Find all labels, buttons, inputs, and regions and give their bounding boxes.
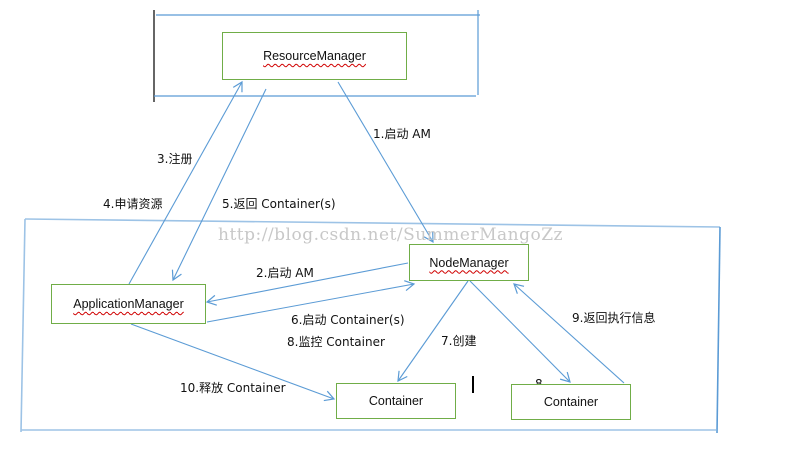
label-5-return-containers: 5.返回 Container(s) bbox=[222, 197, 336, 211]
arrow-7-create bbox=[397, 280, 469, 383]
text-cursor bbox=[472, 376, 474, 393]
node-manager-label: NodeManager bbox=[429, 255, 509, 270]
arrow-2-start-am bbox=[205, 262, 409, 306]
arrow-9-return-info bbox=[513, 283, 625, 384]
container-node-1[interactable]: Container bbox=[336, 383, 456, 419]
cluster-frame bbox=[20, 218, 721, 434]
watermark: http://blog.csdn.net/SummerMangoZz bbox=[218, 225, 563, 245]
arrow-3-4-register-request bbox=[128, 80, 243, 285]
arrow-6-start-containers bbox=[206, 280, 416, 323]
cluster-frame-right-edge bbox=[716, 226, 721, 434]
top-frame bbox=[153, 10, 480, 102]
label-9-return-info: 9.返回执行信息 bbox=[572, 311, 656, 325]
arrow-8-monitor bbox=[469, 280, 571, 383]
arrow-1-start-am bbox=[337, 81, 434, 244]
label-6-start-containers: 6.启动 Container(s) bbox=[291, 313, 405, 327]
resource-manager-label: ResourceManager bbox=[263, 49, 366, 63]
container-node-2[interactable]: Container bbox=[511, 384, 631, 420]
label-7-create: 7.创建 bbox=[441, 334, 477, 348]
label-2-start-am: 2.启动 AM bbox=[256, 266, 314, 280]
cluster-frame-left-edge bbox=[20, 218, 26, 433]
application-manager-label: ApplicationManager bbox=[73, 297, 184, 311]
label-8-monitor-container: 8.监控 Container bbox=[287, 335, 385, 349]
node-manager-node[interactable]: NodeManager bbox=[409, 244, 529, 281]
label-3-register: 3.注册 bbox=[157, 152, 193, 166]
container-1-label: Container bbox=[368, 394, 424, 408]
application-manager-node[interactable]: ApplicationManager bbox=[51, 284, 206, 324]
arrow-10-release bbox=[130, 323, 336, 402]
cluster-frame-top-edge bbox=[24, 218, 721, 228]
arrow-5-return-containers bbox=[171, 88, 267, 282]
label-1-start-am: 1.启动 AM bbox=[373, 127, 431, 141]
label-10-release-container: 10.释放 Container bbox=[180, 381, 286, 395]
label-4-request-resources: 4.申请资源 bbox=[103, 197, 163, 211]
container-2-label: Container bbox=[543, 395, 599, 409]
resource-manager-node[interactable]: ResourceManager bbox=[222, 32, 407, 80]
